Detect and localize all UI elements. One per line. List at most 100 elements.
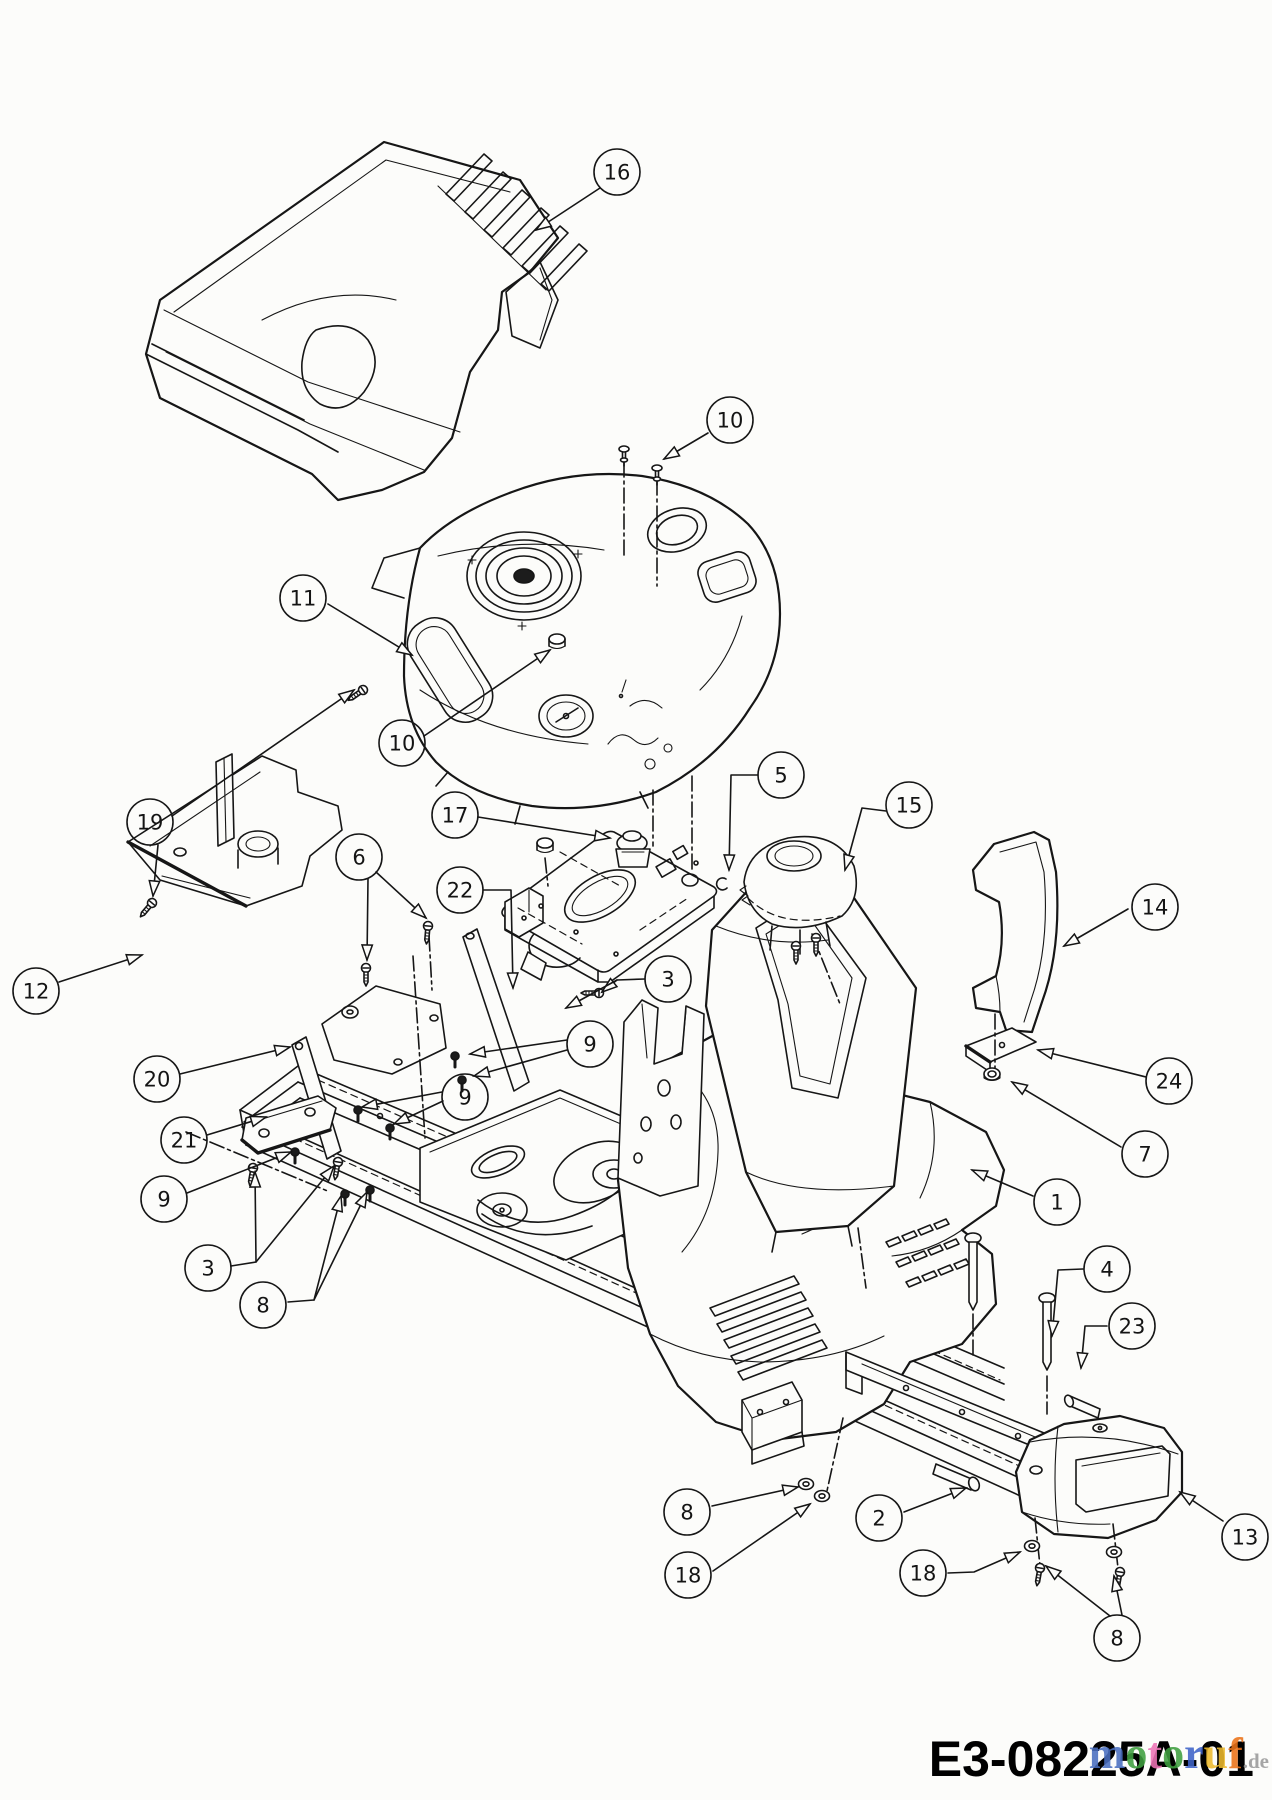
leader-arrowhead [593, 829, 613, 842]
bolt-icon [353, 1105, 363, 1123]
leader-arrowhead [248, 1169, 262, 1188]
screw-icon [332, 1156, 344, 1181]
leader-line [423, 649, 551, 737]
callout-number: 15 [896, 794, 923, 818]
leader-arrowhead [1111, 1573, 1124, 1593]
recoil-starter [466, 531, 583, 631]
callout-number: 11 [290, 587, 317, 611]
support-rod [462, 928, 530, 1092]
callout-18: 18 [664, 1551, 712, 1599]
leader-arrowhead [471, 1065, 491, 1078]
axis-line [824, 1417, 844, 1501]
callout-number: 18 [675, 1564, 702, 1588]
screw-icon [360, 962, 372, 987]
leader-line [473, 1049, 568, 1077]
callout-20: 20 [133, 1055, 181, 1103]
callout-number: 20 [144, 1068, 171, 1092]
leader-line [179, 1046, 291, 1075]
callout-5: 5 [757, 751, 805, 799]
callout-13: 13 [1221, 1513, 1269, 1561]
clevis-pin [932, 1394, 1101, 1492]
leader-arrowhead [662, 445, 681, 461]
leader-arrowhead [273, 1044, 293, 1057]
mount-plate [321, 985, 447, 1075]
leader-arrowhead [1178, 1490, 1197, 1506]
watermark-motoruf: motoruf.de [1089, 1728, 1269, 1779]
callout-number: 10 [389, 732, 416, 756]
leader-arrowhead [1062, 932, 1081, 948]
leader-line [712, 1503, 811, 1572]
leader-arrowhead [274, 1151, 294, 1164]
leader-arrowhead [506, 972, 519, 991]
callout-17: 17 [431, 791, 479, 839]
callout-number: 3 [661, 968, 674, 992]
leader-arrowhead [319, 1164, 336, 1183]
leader-line [482, 889, 514, 989]
callout-8: 8 [1093, 1614, 1141, 1662]
watermark-suffix: .de [1242, 1749, 1269, 1773]
axis-line [544, 857, 549, 887]
bolt-icon [385, 1123, 395, 1141]
watermark-letter: r [1184, 1729, 1204, 1778]
callout-number: 18 [910, 1562, 937, 1586]
leader-line [477, 816, 611, 839]
leader-arrowhead [1035, 1047, 1055, 1060]
callout-number: 12 [23, 980, 50, 1004]
footboard-slots [709, 1275, 828, 1381]
leader-line [1080, 1325, 1108, 1369]
dash-console-cover [739, 835, 858, 955]
callout-number: 22 [447, 879, 474, 903]
callout-number: 3 [201, 1257, 214, 1281]
rear-bumper [1014, 1414, 1184, 1540]
leader-line [1037, 1049, 1147, 1078]
callout-number: 4 [1100, 1258, 1113, 1282]
callout-number: 7 [1138, 1143, 1151, 1167]
callout-3: 3 [184, 1244, 232, 1292]
callout-6: 6 [335, 833, 383, 881]
leader-arrowhead [391, 1111, 411, 1125]
callout-number: 5 [774, 764, 787, 788]
bolt-icon [290, 1147, 300, 1165]
callout-8: 8 [239, 1281, 287, 1329]
cap-icon [548, 633, 566, 650]
leader-arrowhead [563, 994, 583, 1010]
watermark-letter: u [1203, 1729, 1229, 1778]
foot-tread-pattern [885, 1218, 970, 1288]
callout-2: 2 [855, 1494, 903, 1542]
leader-arrowhead [534, 216, 553, 232]
callout-14: 14 [1131, 883, 1179, 931]
pushpin-icon [618, 445, 630, 467]
watermark-letter: m [1088, 1729, 1126, 1778]
side-bracket [240, 1095, 337, 1155]
screw-icon [810, 932, 822, 957]
leader-arrowhead [360, 944, 374, 963]
carriage-bolt [964, 1232, 1056, 1371]
callout-number: 9 [157, 1188, 170, 1212]
seat-bracket-plate [501, 830, 718, 983]
callout-9: 9 [566, 1020, 614, 1068]
callout-19: 19 [126, 798, 174, 846]
callout-18: 18 [899, 1549, 947, 1597]
leader-line [1011, 1081, 1122, 1148]
screw-icon [139, 897, 158, 918]
callout-number: 10 [717, 409, 744, 433]
watermark-letter: f [1228, 1729, 1243, 1778]
leader-arrowhead [723, 854, 736, 873]
leader-arrowhead [354, 1189, 369, 1209]
axis-line [185, 1131, 331, 1193]
callout-10: 10 [378, 719, 426, 767]
leader-arrowhead [1047, 1319, 1060, 1339]
leader-arrowhead [395, 641, 414, 657]
leader-line [728, 774, 759, 871]
callout-21: 21 [160, 1116, 208, 1164]
callout-number: 14 [1142, 896, 1169, 920]
callout-1: 1 [1033, 1178, 1081, 1226]
washer-icon [1023, 1539, 1041, 1553]
cap-icon [536, 837, 554, 854]
washer-icon [797, 1477, 815, 1491]
screw-icon [422, 920, 434, 945]
leader-line [844, 807, 887, 871]
callout-10: 10 [706, 396, 754, 444]
callout-22: 22 [436, 866, 484, 914]
